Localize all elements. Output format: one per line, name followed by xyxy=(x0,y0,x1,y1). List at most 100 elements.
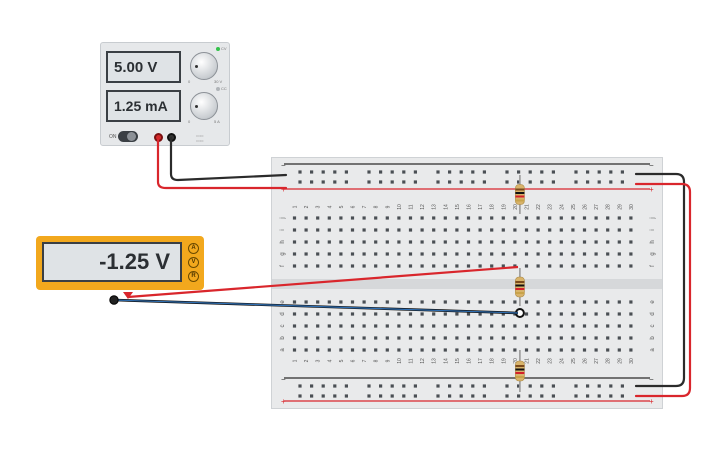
terminal-hole[interactable] xyxy=(606,216,610,220)
rail-hole[interactable] xyxy=(298,384,302,388)
terminal-hole[interactable] xyxy=(292,312,297,316)
terminal-hole[interactable] xyxy=(443,216,447,220)
terminal-hole[interactable] xyxy=(548,240,552,244)
terminal-hole[interactable] xyxy=(513,324,517,328)
terminal-hole[interactable] xyxy=(397,336,401,340)
terminal-hole[interactable] xyxy=(478,216,482,220)
multimeter[interactable]: -1.25 V A V R xyxy=(36,236,204,290)
terminal-hole[interactable] xyxy=(582,348,587,352)
rail-hole[interactable] xyxy=(471,180,475,184)
rail-hole[interactable] xyxy=(574,170,578,174)
terminal-hole[interactable] xyxy=(536,324,540,328)
rail-hole[interactable] xyxy=(574,384,578,388)
rail-hole[interactable] xyxy=(402,384,406,388)
terminal-hole[interactable] xyxy=(385,348,389,352)
terminal-hole[interactable] xyxy=(432,264,436,268)
rail-hole[interactable] xyxy=(471,170,475,174)
terminal-hole[interactable] xyxy=(385,300,389,304)
rail-hole[interactable] xyxy=(367,170,371,174)
rail-hole[interactable] xyxy=(586,180,590,184)
terminal-hole[interactable] xyxy=(420,216,424,220)
terminal-hole[interactable] xyxy=(385,240,389,244)
terminal-hole[interactable] xyxy=(455,264,459,268)
rail-hole[interactable] xyxy=(379,394,383,398)
rail-hole[interactable] xyxy=(517,170,521,174)
rail-hole[interactable] xyxy=(586,384,590,388)
terminal-hole[interactable] xyxy=(466,336,471,340)
terminal-hole[interactable] xyxy=(501,252,505,256)
terminal-hole[interactable] xyxy=(316,348,320,352)
rail-hole[interactable] xyxy=(459,180,463,184)
mode-volts-button[interactable]: V xyxy=(188,257,199,268)
terminal-hole[interactable] xyxy=(292,336,297,340)
terminal-hole[interactable] xyxy=(617,348,621,352)
terminal-hole[interactable] xyxy=(536,240,540,244)
terminal-hole[interactable] xyxy=(594,300,598,304)
probe-connection-node[interactable] xyxy=(514,308,525,318)
terminal-hole[interactable] xyxy=(304,312,308,316)
terminal-hole[interactable] xyxy=(478,336,482,340)
terminal-hole[interactable] xyxy=(397,312,401,316)
terminal-hole[interactable] xyxy=(513,228,517,232)
rail-hole[interactable] xyxy=(390,394,394,398)
terminal-hole[interactable] xyxy=(385,228,389,232)
rail-hole[interactable] xyxy=(528,180,532,184)
power-switch[interactable] xyxy=(118,131,138,142)
terminal-hole[interactable] xyxy=(362,252,366,256)
terminal-hole[interactable] xyxy=(513,300,517,304)
terminal-hole[interactable] xyxy=(513,264,517,268)
terminal-hole[interactable] xyxy=(617,216,621,220)
terminal-hole[interactable] xyxy=(629,228,633,232)
terminal-hole[interactable] xyxy=(559,264,563,268)
terminal-hole[interactable] xyxy=(443,348,447,352)
terminal-hole[interactable] xyxy=(524,324,529,328)
terminal-hole[interactable] xyxy=(501,336,505,340)
terminal-hole[interactable] xyxy=(350,264,355,268)
terminal-hole[interactable] xyxy=(304,324,308,328)
terminal-hole[interactable] xyxy=(339,336,343,340)
terminal-hole[interactable] xyxy=(385,312,389,316)
terminal-hole[interactable] xyxy=(316,312,320,316)
resistor[interactable] xyxy=(515,350,525,392)
terminal-hole[interactable] xyxy=(316,324,320,328)
rail-hole[interactable] xyxy=(390,180,394,184)
terminal-hole[interactable] xyxy=(316,264,320,268)
terminal-hole[interactable] xyxy=(478,264,482,268)
terminal-hole[interactable] xyxy=(513,216,517,220)
terminal-hole[interactable] xyxy=(466,264,471,268)
terminal-hole[interactable] xyxy=(524,348,529,352)
terminal-hole[interactable] xyxy=(548,216,552,220)
terminal-hole[interactable] xyxy=(548,228,552,232)
rail-hole[interactable] xyxy=(609,394,613,398)
terminal-hole[interactable] xyxy=(501,228,505,232)
rail-hole[interactable] xyxy=(390,170,394,174)
terminal-hole[interactable] xyxy=(501,324,505,328)
terminal-hole[interactable] xyxy=(513,336,517,340)
terminal-hole[interactable] xyxy=(397,348,401,352)
terminal-hole[interactable] xyxy=(304,300,308,304)
rail-hole[interactable] xyxy=(344,394,348,398)
terminal-hole[interactable] xyxy=(374,300,378,304)
terminal-hole[interactable] xyxy=(582,216,587,220)
rail-hole[interactable] xyxy=(540,180,544,184)
terminal-hole[interactable] xyxy=(559,336,563,340)
terminal-hole[interactable] xyxy=(443,252,447,256)
rail-hole[interactable] xyxy=(436,394,440,398)
rail-hole[interactable] xyxy=(448,394,452,398)
rail-hole[interactable] xyxy=(298,180,302,184)
terminal-hole[interactable] xyxy=(478,300,482,304)
terminal-hole[interactable] xyxy=(362,240,366,244)
terminal-hole[interactable] xyxy=(455,240,459,244)
terminal-hole[interactable] xyxy=(420,240,424,244)
terminal-hole[interactable] xyxy=(408,312,413,316)
terminal-hole[interactable] xyxy=(548,252,552,256)
terminal-hole[interactable] xyxy=(327,336,331,340)
rail-hole[interactable] xyxy=(459,394,463,398)
rail-hole[interactable] xyxy=(413,180,417,184)
terminal-hole[interactable] xyxy=(536,312,540,316)
mode-amps-button[interactable]: A xyxy=(188,243,199,254)
terminal-hole[interactable] xyxy=(606,336,610,340)
terminal-hole[interactable] xyxy=(606,300,610,304)
terminal-hole[interactable] xyxy=(385,252,389,256)
terminal-hole[interactable] xyxy=(606,252,610,256)
